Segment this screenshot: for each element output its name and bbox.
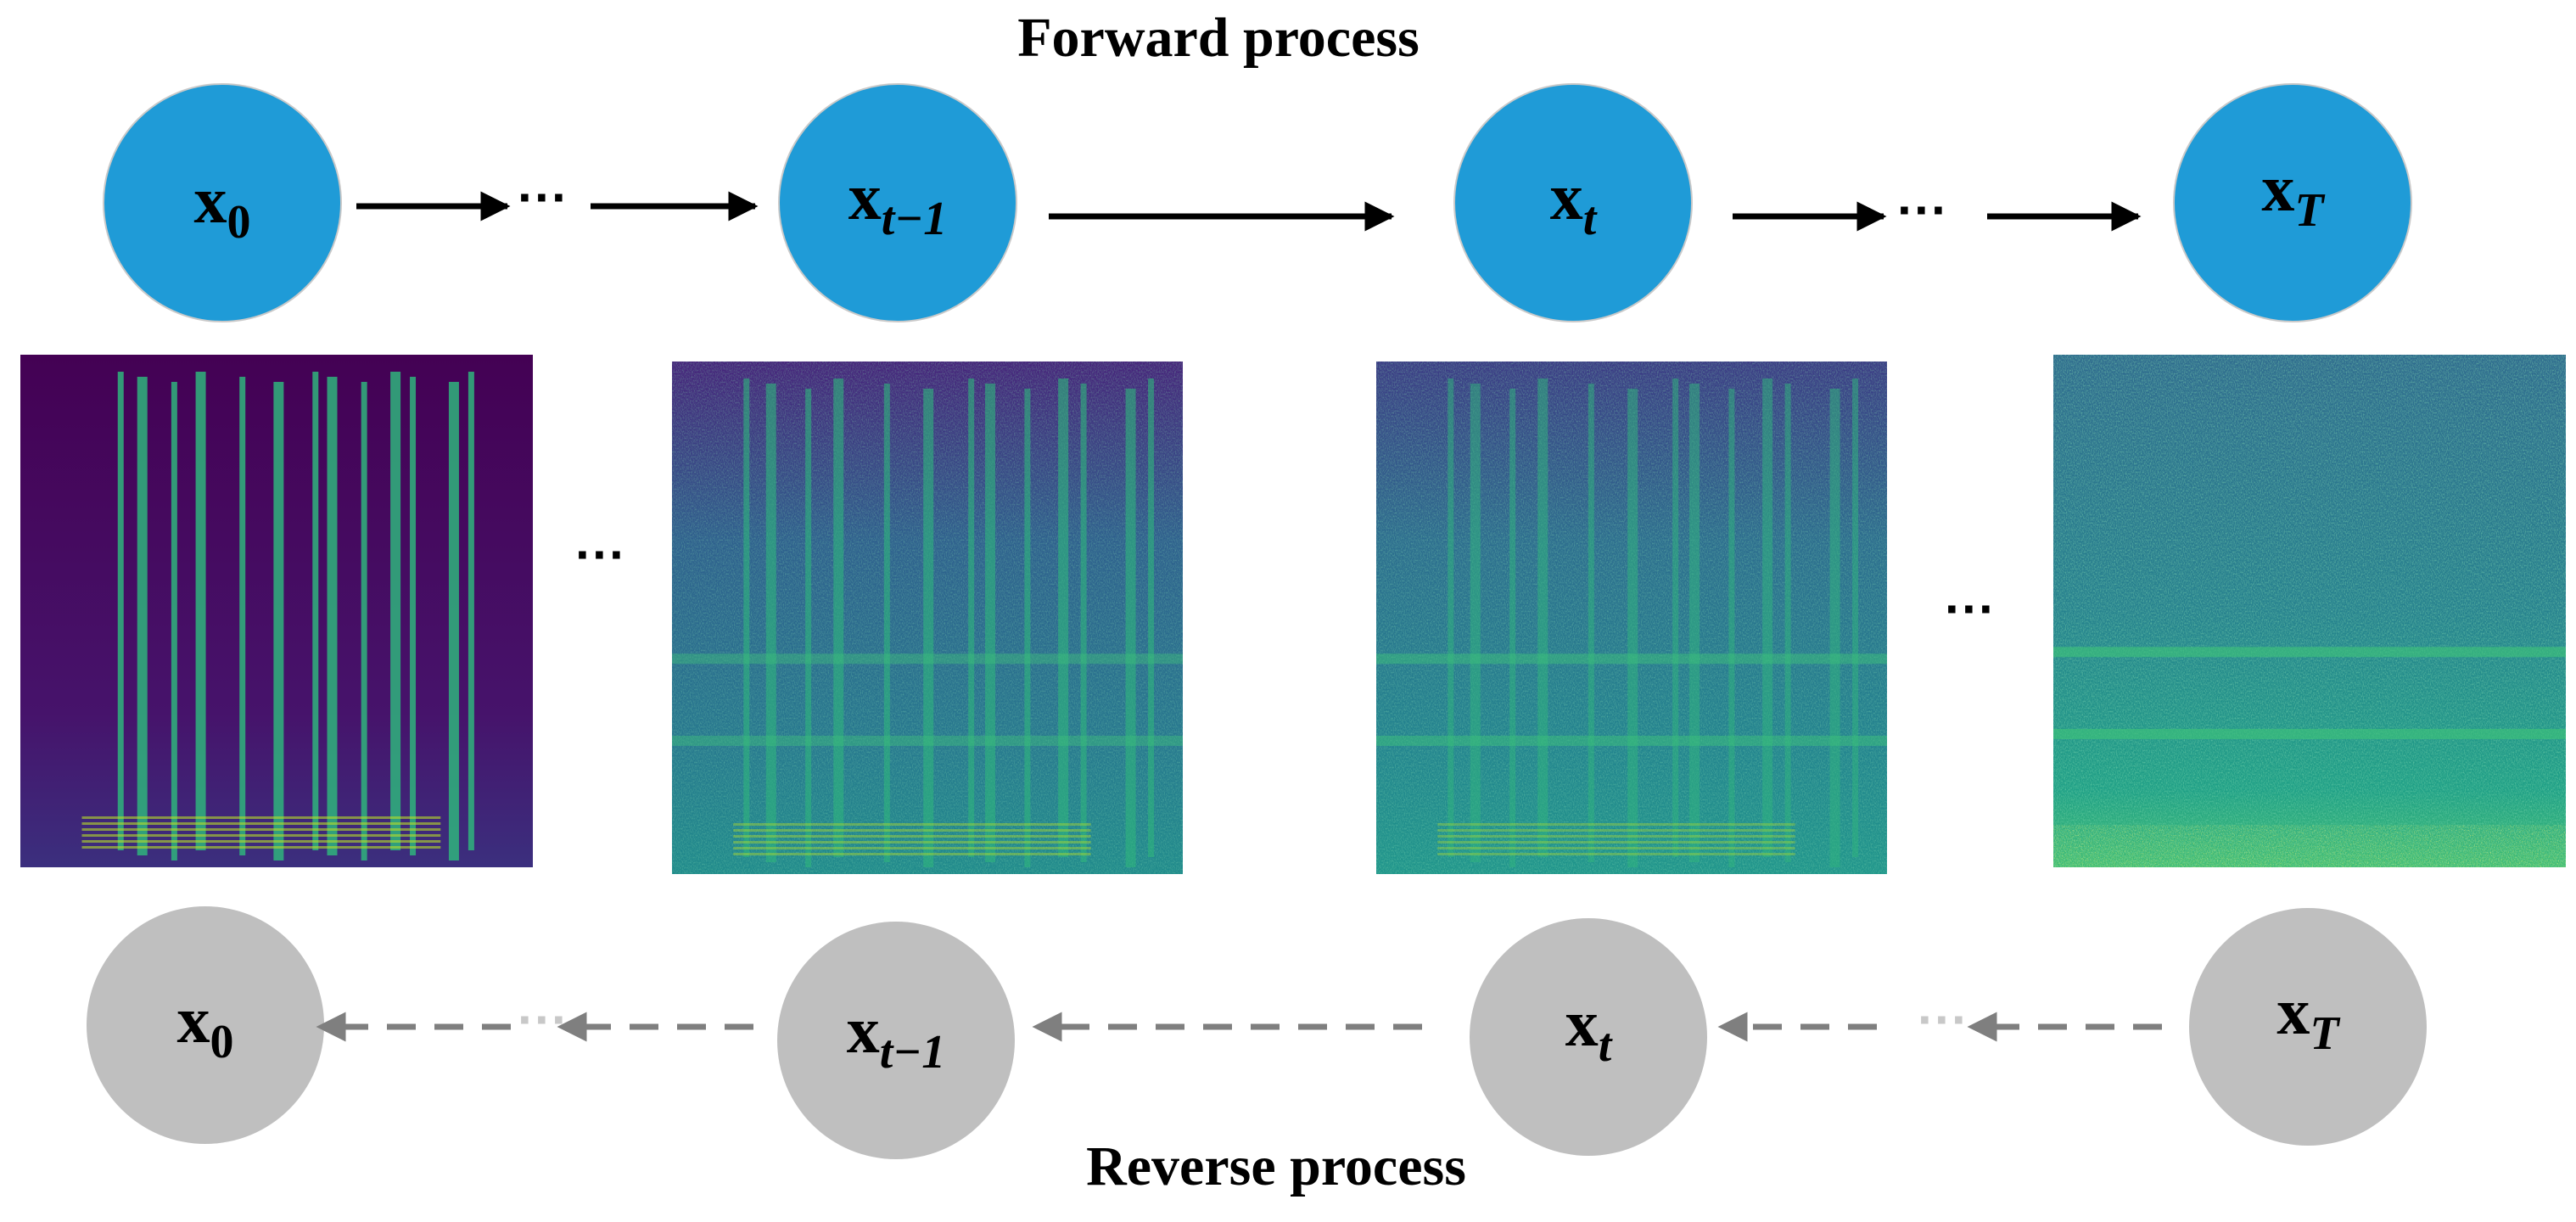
reverse-node-xt-1-base: x bbox=[847, 993, 880, 1067]
forward-node-xt-1: xt−1 bbox=[778, 83, 1017, 322]
svg-text:x0: x0 bbox=[194, 163, 251, 249]
forward-node-xt-sub: t bbox=[1583, 193, 1598, 245]
forward-node-x0: x0 bbox=[103, 83, 342, 322]
forward-node-xT-base: x bbox=[2261, 151, 2294, 225]
spectrogram-noise bbox=[2053, 355, 2566, 867]
reverse-node-xt-1-sub: t−1 bbox=[880, 1026, 946, 1079]
forward-node-x0-base: x bbox=[194, 163, 227, 237]
forward-ellipsis-1: ··· bbox=[518, 169, 568, 226]
forward-ellipsis-2: ··· bbox=[1897, 182, 1948, 238]
forward-node-xt-base: x bbox=[1550, 160, 1583, 233]
forward-node-xT: xT bbox=[2173, 83, 2412, 322]
svg-text:xt−1: xt−1 bbox=[848, 160, 948, 245]
reverse-node-xT-base: x bbox=[2276, 974, 2310, 1048]
reverse-process-title: Reverse process bbox=[1086, 1135, 1466, 1197]
spectrogram-row bbox=[20, 355, 2566, 874]
reverse-node-xT: xT bbox=[2189, 908, 2427, 1146]
svg-text:x0: x0 bbox=[177, 983, 234, 1068]
forward-node-xt: xt bbox=[1453, 83, 1693, 322]
reverse-node-x0: x0 bbox=[87, 906, 324, 1144]
spectrogram-step-t bbox=[1376, 362, 1887, 874]
forward-process-title: Forward process bbox=[1017, 7, 1420, 69]
forward-node-xT-sub: T bbox=[2294, 184, 2326, 237]
spectrogram-step-t-minus-1 bbox=[672, 362, 1183, 874]
spectrogram-ellipsis-1: ··· bbox=[575, 526, 626, 583]
svg-text:xt: xt bbox=[1565, 986, 1613, 1072]
svg-text:xT: xT bbox=[2276, 974, 2341, 1060]
spectrogram-ellipsis-2: ··· bbox=[1945, 580, 1996, 637]
forward-node-xt-1-sub: t−1 bbox=[882, 193, 948, 245]
reverse-node-x0-base: x bbox=[177, 983, 210, 1057]
reverse-node-xT-sub: T bbox=[2310, 1007, 2341, 1060]
forward-node-xt-1-base: x bbox=[848, 160, 882, 233]
reverse-node-xt-base: x bbox=[1565, 986, 1599, 1060]
reverse-node-xt-1: xt−1 bbox=[777, 922, 1015, 1159]
forward-node-x0-sub: 0 bbox=[227, 196, 251, 249]
svg-text:xT: xT bbox=[2261, 151, 2326, 237]
reverse-node-xt-sub: t bbox=[1599, 1019, 1613, 1072]
reverse-node-x0-sub: 0 bbox=[210, 1016, 234, 1068]
svg-text:xt: xt bbox=[1550, 160, 1598, 245]
svg-text:xt−1: xt−1 bbox=[847, 993, 946, 1079]
reverse-ellipsis-1: ··· bbox=[518, 991, 568, 1048]
reverse-ellipsis-2: ··· bbox=[1918, 991, 1968, 1048]
reverse-node-xt: xt bbox=[1470, 918, 1707, 1156]
spectrogram-clean bbox=[20, 355, 533, 867]
